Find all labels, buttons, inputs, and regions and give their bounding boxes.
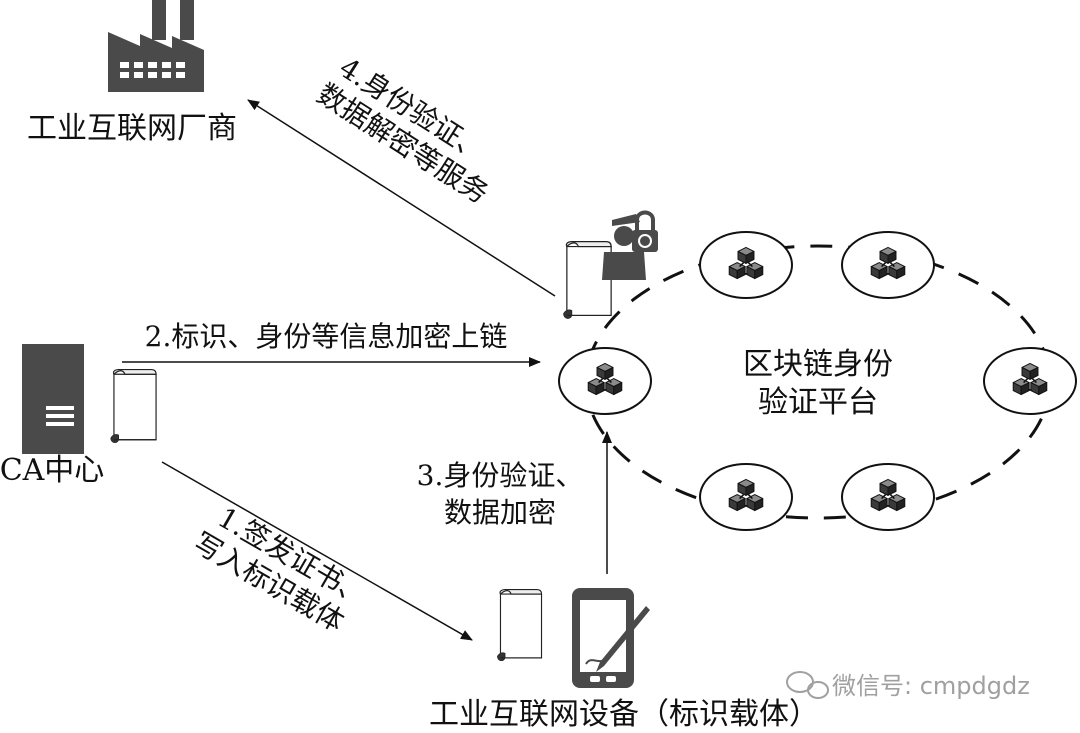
- device-label: 工业互联网设备（标识载体）: [429, 697, 819, 732]
- padlock-icon: [632, 210, 658, 252]
- step3-label-line1: 3.身份验证、: [417, 459, 584, 492]
- blockchain-node: [558, 347, 652, 415]
- blockchain-node: [699, 231, 793, 299]
- blockchain-node: [983, 347, 1077, 415]
- blockchain-ring: [584, 244, 1052, 520]
- blockchain-node: [841, 463, 935, 531]
- wechat-icon: [786, 671, 829, 699]
- platform-label-line1: 区块链身份: [743, 347, 893, 382]
- ca-center-label: CA中心: [0, 453, 104, 488]
- step2-label: 2.标识、身份等信息加密上链: [145, 320, 508, 353]
- certificate-scroll-icon: [110, 368, 157, 444]
- step3-label-line2: 数据加密: [444, 496, 556, 529]
- arrow-step1: [161, 461, 473, 641]
- tablet-stylus-icon: [572, 588, 650, 688]
- certificate-scroll-icon: [496, 588, 543, 662]
- server-icon: [22, 344, 84, 454]
- factory-icon: [108, 0, 204, 92]
- platform-label-line2: 验证平台: [758, 385, 878, 420]
- watermark-text: 微信号: cmpdgdz: [832, 672, 1030, 700]
- blockchain-node: [699, 463, 793, 531]
- arrow-step4: [247, 99, 556, 297]
- blockchain-node: [841, 231, 935, 299]
- security-guard-icon: [602, 214, 646, 280]
- manufacturer-label: 工业互联网厂商: [27, 111, 237, 146]
